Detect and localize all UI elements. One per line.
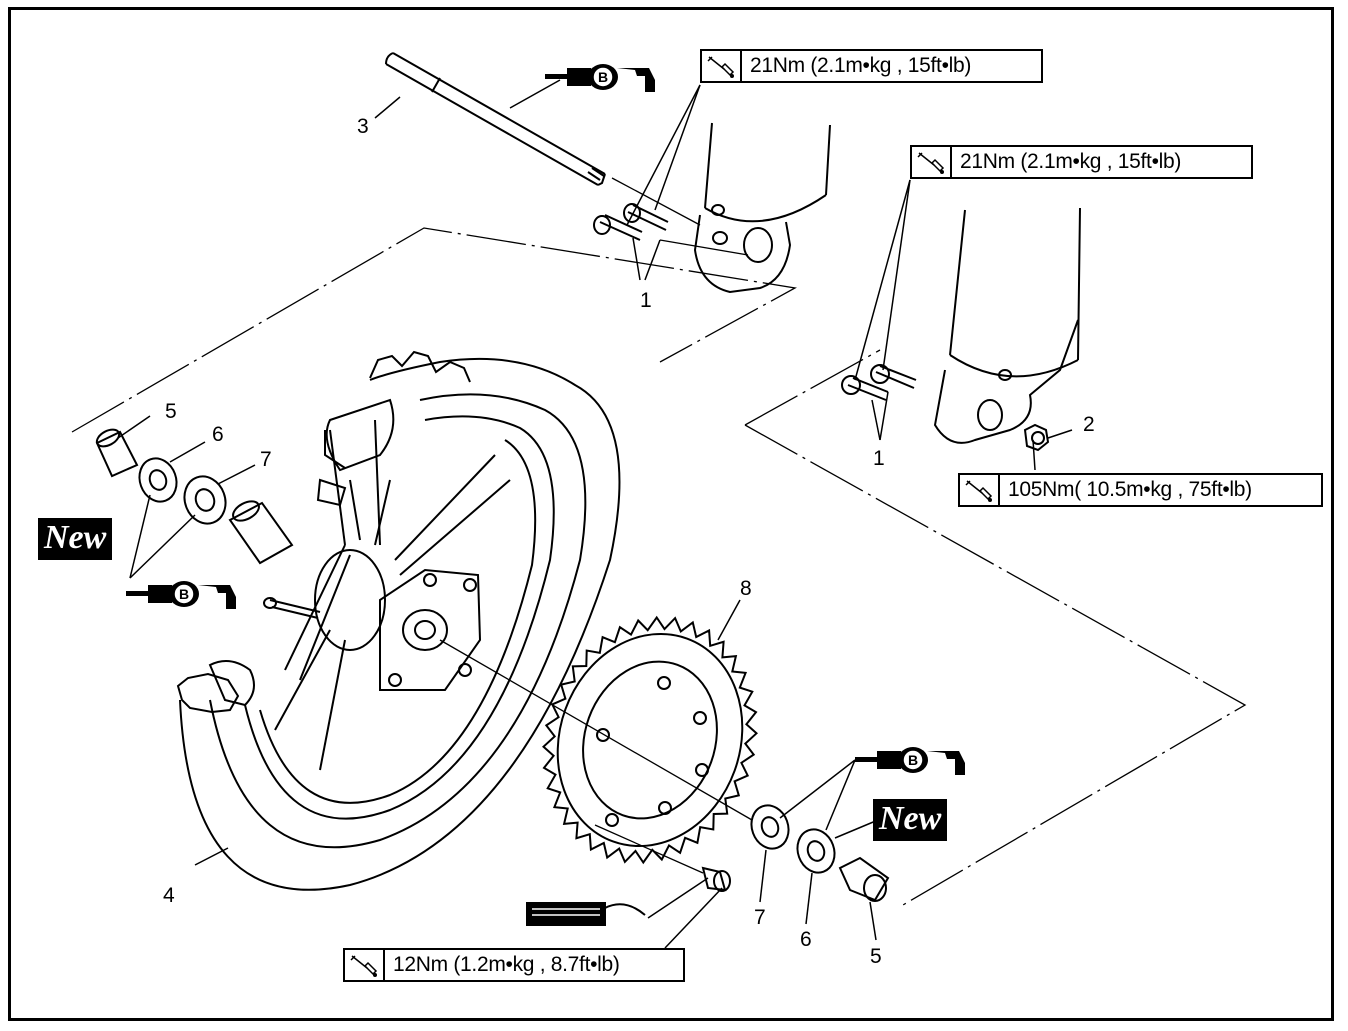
- axle: [385, 52, 606, 186]
- label-part-4: 4: [163, 884, 175, 907]
- collar-left: [95, 428, 139, 478]
- grease-gun-icon: B: [855, 743, 967, 782]
- torque-wrench-icon: [960, 475, 1000, 505]
- bearing-right: [750, 804, 790, 850]
- pinch-bolts-lower: [841, 364, 917, 401]
- grease-gun-icon: B: [126, 577, 238, 616]
- wheel: [176, 350, 621, 891]
- assembly-outline-left: [71, 227, 797, 433]
- torque-value: 12Nm (1.2m•kg , 8.7ft•lb): [393, 953, 620, 976]
- diagram-frame: [8, 7, 1334, 1021]
- new-part-badge-left: New: [38, 518, 113, 560]
- torque-spec-axle-nut: 105Nm( 10.5m•kg , 75ft•lb): [958, 473, 1323, 507]
- pinch-bolts-upper: [593, 203, 669, 241]
- new-part-badge-right: New: [873, 799, 948, 841]
- grease-gun-icon: B: [545, 60, 657, 99]
- label-part-6-right: 6: [800, 928, 812, 951]
- torque-spec-upper-bolts: 21Nm (2.1m•kg , 15ft•lb): [700, 49, 1043, 83]
- label-part-7-left: 7: [260, 448, 272, 471]
- label-part-2: 2: [1083, 413, 1095, 436]
- fork-leg-lower: [933, 207, 1081, 444]
- thread-locker-icon: [526, 902, 646, 926]
- torque-wrench-icon: [702, 51, 742, 81]
- valve-stem: [263, 597, 321, 619]
- label-part-3: 3: [357, 115, 369, 138]
- axis-lines: [439, 177, 753, 874]
- axle-nut: [1023, 423, 1050, 452]
- grease-type-letter: B: [908, 752, 918, 768]
- grease-type-letter: B: [598, 69, 608, 85]
- fork-leg-upper: [693, 122, 831, 294]
- label-part-1-lower: 1: [873, 447, 885, 470]
- label-part-5-right: 5: [870, 945, 882, 968]
- grease-type-letter: B: [179, 586, 189, 602]
- assembly-outline-right: [744, 349, 1247, 906]
- label-part-1-upper: 1: [640, 289, 652, 312]
- label-part-6-left: 6: [212, 423, 224, 446]
- torque-wrench-icon: [912, 147, 952, 177]
- torque-wrench-icon: [345, 950, 385, 980]
- bearing-left: [183, 475, 227, 525]
- label-part-8: 8: [740, 577, 752, 600]
- sprocket-bolt: [701, 866, 731, 892]
- torque-spec-lower-bolts: 21Nm (2.1m•kg , 15ft•lb): [910, 145, 1253, 179]
- torque-value: 105Nm( 10.5m•kg , 75ft•lb): [1008, 478, 1252, 501]
- collar-right: [838, 856, 890, 902]
- leader-lines: [117, 79, 1073, 949]
- oil-seal-left: [138, 457, 178, 503]
- torque-value: 21Nm (2.1m•kg , 15ft•lb): [960, 150, 1182, 173]
- sprocket: [542, 615, 758, 865]
- torque-spec-sprocket-bolts: 12Nm (1.2m•kg , 8.7ft•lb): [343, 948, 685, 982]
- spacer: [228, 500, 294, 565]
- label-part-5-left: 5: [165, 400, 177, 423]
- oil-seal-right: [796, 828, 836, 874]
- label-part-7-right: 7: [754, 906, 766, 929]
- torque-value: 21Nm (2.1m•kg , 15ft•lb): [750, 54, 972, 77]
